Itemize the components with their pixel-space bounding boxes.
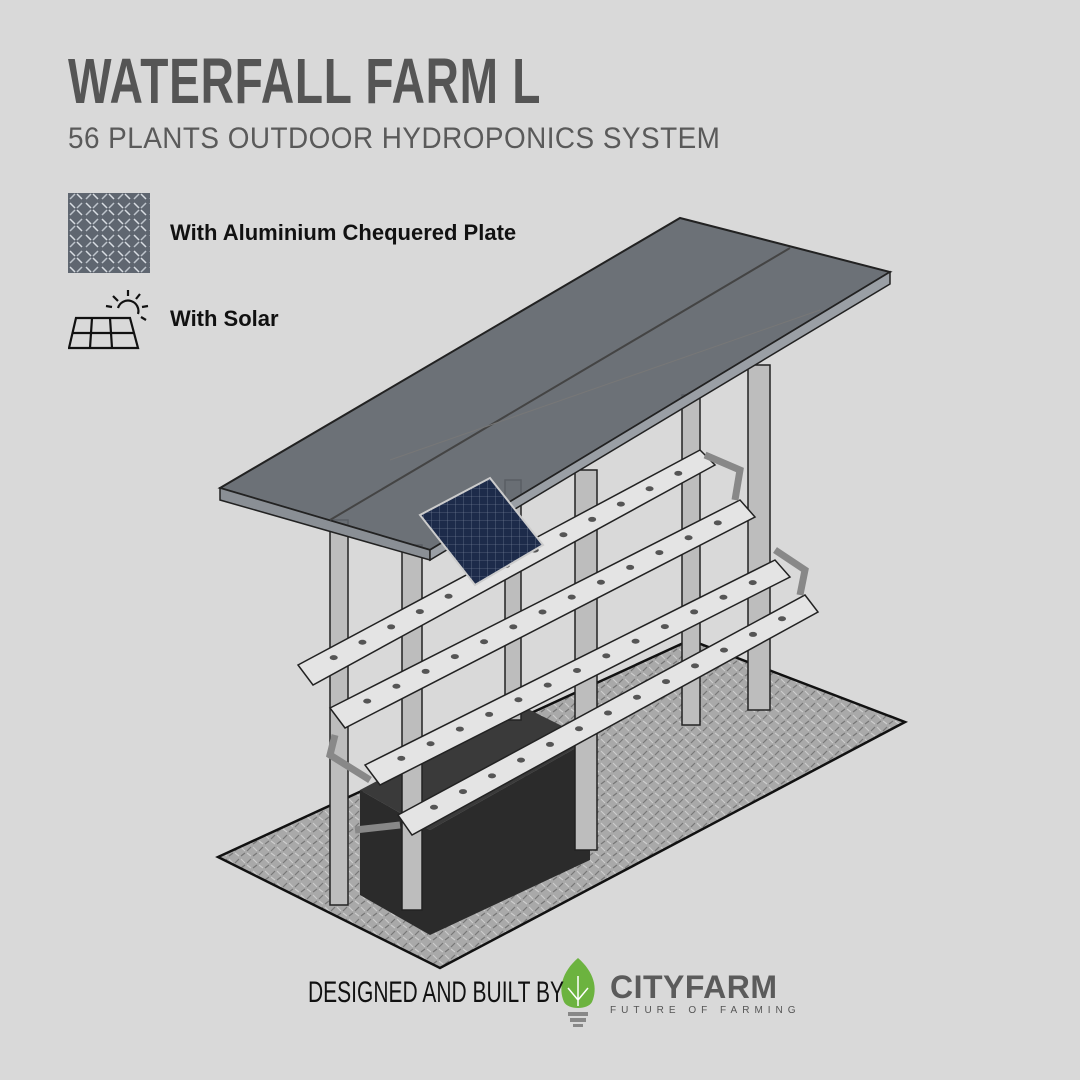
cityfarm-logo: CITYFARM FUTURE OF FARMING xyxy=(558,958,801,1028)
plant-hole xyxy=(444,593,453,599)
roof xyxy=(217,216,893,562)
solar-panel xyxy=(418,476,545,587)
feature-label: With Aluminium Chequered Plate xyxy=(170,220,517,245)
plant-hole xyxy=(387,624,396,630)
plant-hole xyxy=(488,773,496,779)
plant-hole xyxy=(616,501,625,507)
designed-by-text: DESIGNED AND BUILT BY xyxy=(308,976,564,1009)
plant-hole xyxy=(748,580,757,586)
feature-label: With Solar xyxy=(170,306,279,331)
plant-hole xyxy=(719,594,728,600)
solar-panel-icon xyxy=(68,290,149,350)
plant-hole xyxy=(480,639,489,645)
plant-hole xyxy=(358,639,367,645)
plant-hole xyxy=(559,532,568,538)
page-subtitle: 56 PLANTS OUTDOOR HYDROPONICS SYSTEM xyxy=(68,122,721,155)
plant-hole xyxy=(633,694,641,700)
plant-hole xyxy=(543,682,552,688)
plant-hole xyxy=(450,654,459,660)
plant-hole xyxy=(674,470,683,476)
plant-hole xyxy=(546,741,554,747)
plant-hole xyxy=(631,638,640,644)
plant-hole xyxy=(655,550,664,556)
plant-hole xyxy=(517,757,525,763)
plant-hole xyxy=(713,520,722,526)
plant-hole xyxy=(485,711,494,717)
page-title: WATERFALL FARM L xyxy=(68,45,542,117)
footer: DESIGNED AND BUILT BY CITYFARM FUTURE OF… xyxy=(308,958,801,1028)
plant-hole xyxy=(602,653,611,659)
pipe-connectors xyxy=(325,451,809,834)
brand-tagline: FUTURE OF FARMING xyxy=(610,1004,801,1016)
plant-hole xyxy=(684,535,693,541)
plant-hole xyxy=(720,647,728,653)
plant-hole xyxy=(690,609,699,615)
plant-hole xyxy=(626,564,635,570)
plant-hole xyxy=(749,631,757,637)
leaf-bulb-icon xyxy=(561,958,595,1027)
chequered-plate-swatch xyxy=(68,193,150,273)
plant-hole xyxy=(455,726,464,732)
plant-hole xyxy=(392,683,401,689)
plant-hole xyxy=(575,726,583,732)
pipe-holes xyxy=(329,470,786,810)
brand-name: CITYFARM xyxy=(610,968,778,1005)
plant-hole xyxy=(567,594,576,600)
plant-hole xyxy=(691,663,699,669)
plant-hole xyxy=(604,710,612,716)
plant-hole xyxy=(363,698,372,704)
plant-hole xyxy=(329,655,338,661)
plant-hole xyxy=(538,609,547,615)
plant-hole xyxy=(459,789,467,795)
plant-hole xyxy=(645,486,654,492)
plant-hole xyxy=(509,624,518,630)
plant-hole xyxy=(415,609,424,615)
plant-hole xyxy=(421,668,430,674)
plant-hole xyxy=(588,516,597,522)
plant-hole xyxy=(662,679,670,685)
plant-hole xyxy=(430,804,438,810)
plant-hole xyxy=(426,741,435,747)
plant-hole xyxy=(778,616,786,622)
plant-hole xyxy=(596,579,605,585)
plant-hole xyxy=(660,624,669,630)
feature-chequered-plate: With Aluminium Chequered Plate xyxy=(68,193,516,273)
plant-hole xyxy=(514,697,523,703)
feature-solar: With Solar xyxy=(68,288,279,350)
plant-hole xyxy=(397,755,406,761)
plant-hole xyxy=(573,668,581,673)
